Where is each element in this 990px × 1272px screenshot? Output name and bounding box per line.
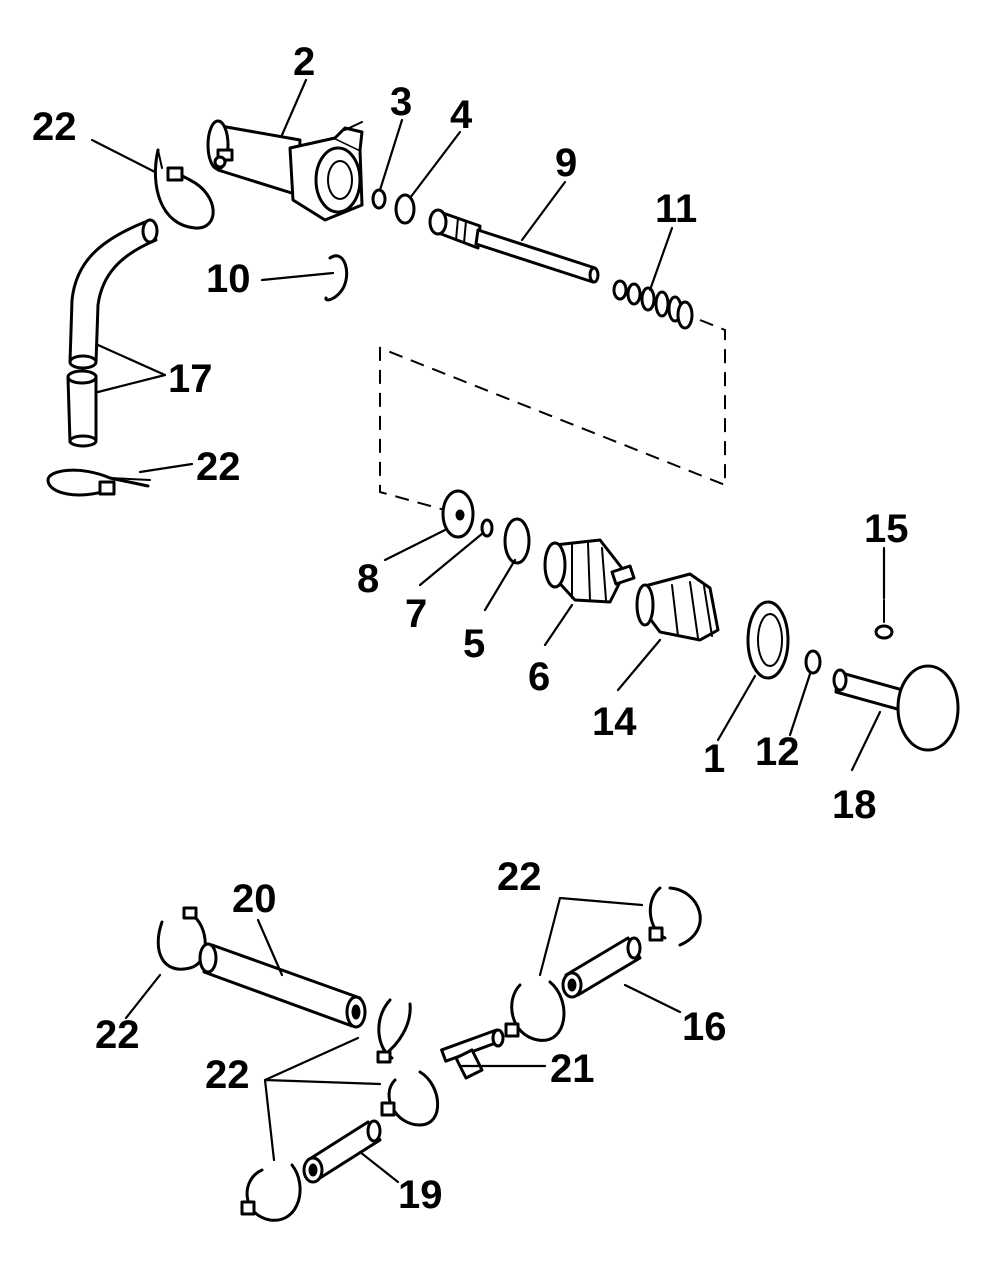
callout-22-upper: 22 [32,105,77,149]
callout-20: 20 [232,877,277,921]
callout-8: 8 [357,557,379,601]
callout-11: 11 [655,187,697,231]
part-18-primer-knob [832,664,960,752]
assembly-dashed-line [379,319,726,513]
leader-lines [90,78,886,1184]
part-11-spring [612,279,694,330]
part-15-screw [874,599,894,640]
part-22-clamp-center-right [504,980,566,1042]
callout-17: 17 [168,357,213,401]
callout-10: 10 [206,257,251,301]
callout-1: 1 [703,737,725,781]
callout-16: 16 [682,1005,727,1049]
part-4-o-ring [394,193,416,225]
part-5-o-ring [503,517,531,565]
part-6-valve-body [543,538,636,604]
callout-5: 5 [463,622,485,666]
part-14-nut [635,572,720,642]
part-7-o-ring [480,518,494,538]
callout-19: 19 [398,1173,443,1217]
callout-6: 6 [528,655,550,699]
part-22-clamp-left [46,468,151,497]
part-22-clamp-upper [153,148,215,230]
part-20-hose [198,942,367,1029]
callout-18: 18 [832,783,877,827]
part-22-clamp-bottom [240,1163,302,1222]
callout-22-lower-right: 22 [497,855,542,899]
callout-3: 3 [390,80,412,124]
part-1-retaining-ring [746,600,790,680]
part-22-clamp-upper-right [648,886,702,947]
callout-14: 14 [592,700,637,744]
callout-22-lower-left: 22 [95,1013,140,1057]
part-2-valve-body [206,119,364,222]
part-3-o-ring [371,188,387,210]
callout-2: 2 [293,40,315,84]
part-22-clamp-lower-left [156,906,207,971]
callout-21: 21 [550,1047,595,1091]
callout-9: 9 [555,141,577,185]
callout-15: 15 [864,507,909,551]
callout-labels: 2 3 4 9 11 22 10 17 22 15 8 7 5 6 14 1 1… [32,40,909,1217]
callout-12: 12 [755,730,800,774]
part-19-hose [302,1119,382,1184]
part-16-hose [561,936,642,999]
callout-4: 4 [450,93,473,137]
part-22-clamp-mid-left [376,998,412,1064]
callout-22-lower-center: 22 [205,1053,250,1097]
part-10-retaining-clip [324,254,349,302]
part-8-washer [441,489,475,539]
part-9-plunger [428,208,600,284]
callout-22-left: 22 [196,445,241,489]
part-22-clamp-center [380,1070,440,1127]
part-17-hose [66,218,159,448]
callout-7: 7 [405,592,427,636]
part-21-tee-fitting [440,1028,505,1080]
part-12-o-ring [804,649,822,675]
